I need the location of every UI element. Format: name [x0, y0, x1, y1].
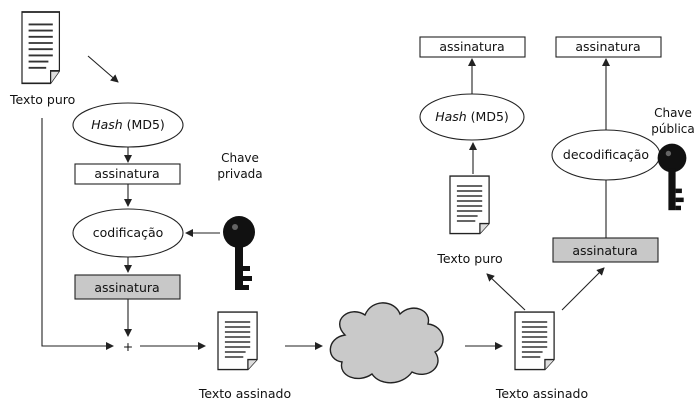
- plus-symbol: +: [123, 339, 133, 354]
- hash-md5-label: Hash (MD5): [91, 117, 165, 132]
- signed-text-document-icon: [217, 311, 258, 371]
- private-key-label-line2: privada: [217, 167, 262, 181]
- received-plain-text-label: Texto puro: [436, 251, 502, 266]
- received-encrypted-signature-box: [552, 237, 659, 263]
- plain-text-document-icon: [21, 11, 61, 85]
- network-cloud-icon: [329, 302, 444, 384]
- signature-label: assinatura: [94, 166, 159, 181]
- public-key-icon: [657, 143, 687, 211]
- encode-label: codificação: [93, 225, 164, 240]
- decode-label: decodificação: [563, 147, 649, 162]
- public-key-label-line2: pública: [651, 122, 694, 136]
- encrypted-signature-box: [74, 274, 181, 300]
- arrow-signed-text-to-plain-text: [486, 273, 526, 311]
- arrow-doc-to-hash: [87, 55, 119, 83]
- decoded-signature-box: [555, 36, 662, 58]
- signed-text-label: Texto assinado: [198, 386, 291, 401]
- decoded-signature-label: assinatura: [575, 39, 640, 54]
- computed-signature-label: assinatura: [439, 39, 504, 54]
- public-key-label-line1: Chave: [654, 106, 692, 120]
- right-hash-md5-label: Hash (MD5): [435, 109, 509, 124]
- private-key-icon: [223, 216, 255, 290]
- encrypted-signature-label: assinatura: [94, 280, 159, 295]
- plain-text-label: Texto puro: [9, 92, 75, 107]
- received-signed-text-label: Texto assinado: [495, 386, 588, 401]
- received-encrypted-signature-label: assinatura: [572, 243, 637, 258]
- arrow-signed-text-to-encrypted-signature: [561, 267, 605, 311]
- received-plain-text-document-icon: [449, 175, 490, 235]
- private-key-label-line1: Chave: [221, 151, 259, 165]
- computed-signature-box: [419, 36, 526, 58]
- arrow-plain-text-to-plus: [41, 118, 114, 350]
- received-signed-text-document-icon: [514, 311, 555, 371]
